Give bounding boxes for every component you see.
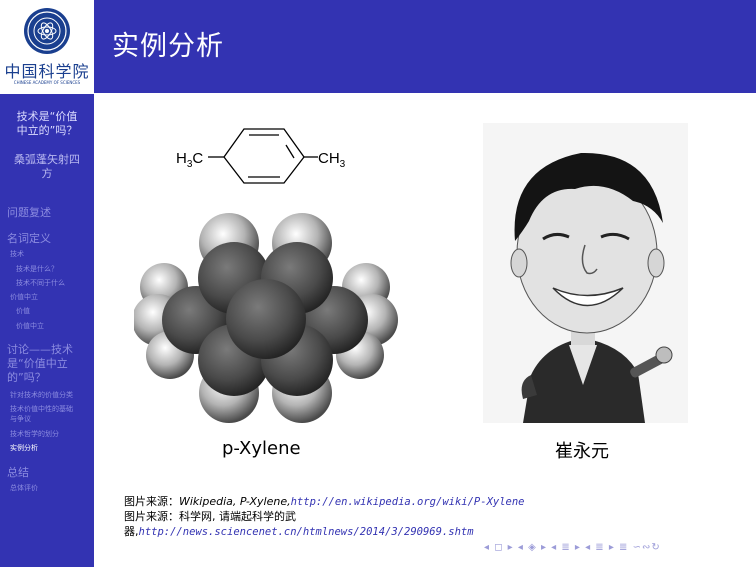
sidebar-item-label: 问题复述 — [7, 206, 51, 219]
sidebar-item-discussion[interactable]: 讨论——技术 是“价值中立 的”吗？ — [7, 343, 73, 385]
sidebar-item-label: 技术 — [10, 250, 24, 258]
sidebar-item-label: 技术是什么？ — [16, 265, 58, 273]
source-prefix-2: 器, — [124, 525, 139, 538]
methyl-left-label: H3C — [176, 150, 203, 170]
sidebar-item-neutral-basis[interactable]: 技术价值中性的基础 与争议 — [10, 404, 73, 424]
sidebar-item-technology[interactable]: 技术 — [10, 249, 24, 259]
cas-logo-emblem — [24, 8, 70, 54]
sidebar-item-label: 技术不同于什么 — [16, 279, 65, 287]
frame-header — [94, 0, 756, 93]
source-line-1: 图片来源：Wikipedia, P-Xylene,http://en.wikip… — [124, 494, 525, 510]
sidebar-item-tech-value-neutral[interactable]: 技术是“价值 中立的”吗？ — [4, 110, 90, 138]
sidebar-item-label: 讨论——技术 — [7, 343, 73, 356]
sidebar-item-label: 价值中立 — [10, 293, 38, 301]
logo-area: 中国科学院 CHINESE ACADEMY OF SCIENCES — [0, 0, 94, 94]
logo-text: 中国科学院 — [4, 62, 90, 81]
space-filling-model — [134, 213, 398, 423]
p-xylene-figure: H3C CH3 — [134, 128, 398, 423]
sidebar-item-what-is-tech[interactable]: 技术是什么？ — [16, 264, 58, 274]
sidebar — [0, 0, 94, 567]
sidebar-item-label: 技术价值中性的基础 — [10, 405, 73, 413]
source-sciencenet-text: 图片来源：科学网, 请端起科学的武 — [124, 510, 296, 523]
sidebar-item-value-neutral[interactable]: 价值中立 — [10, 292, 38, 302]
portrait-caption: 崔永元 — [555, 441, 609, 462]
sidebar-item-tech-differs[interactable]: 技术不同于什么 — [16, 278, 65, 288]
sidebar-item-definitions[interactable]: 名词定义 — [7, 230, 51, 246]
sidebar-item-philosophy-division[interactable]: 技术哲学的划分 — [10, 429, 59, 439]
sidebar-item-label: 中立的”吗？ — [16, 124, 78, 137]
sciencenet-link[interactable]: http://news.sciencenet.cn/htmlnews/2014/… — [138, 526, 474, 538]
sidebar-item-label: 名词定义 — [7, 232, 51, 245]
sidebar-item-value[interactable]: 价值 — [16, 306, 30, 316]
sidebar-item-label: 针对技术的价值分类 — [10, 391, 73, 399]
sidebar-item-label: 是“价值中立 — [7, 357, 68, 370]
structural-formula — [208, 128, 318, 184]
source-prefix: 图片来源： — [124, 495, 179, 508]
sidebar-item-label: 技术哲学的划分 — [10, 430, 59, 438]
sidebar-item-label: 技术是“价值 — [16, 110, 78, 123]
sidebar-item-label: 总结 — [7, 466, 29, 479]
sidebar-item-value-classification[interactable]: 针对技术的价值分类 — [10, 390, 73, 400]
sidebar-item-label: 与争议 — [10, 415, 31, 423]
portrait-illustration — [483, 123, 688, 423]
sidebar-item-label: 桑弧蓬矢射四 — [14, 153, 80, 166]
source-line-2: 图片来源：科学网, 请端起科学的武 — [124, 509, 296, 525]
sidebar-item-label: 价值 — [16, 307, 30, 315]
sidebar-item-label: 总体评价 — [10, 484, 38, 492]
logo-subtext: CHINESE ACADEMY OF SCIENCES — [13, 80, 81, 85]
sidebar-item-label: 方 — [41, 167, 53, 180]
sidebar-item-overall-evaluation[interactable]: 总体评价 — [10, 483, 38, 493]
p-xylene-caption: p-Xylene — [222, 438, 301, 459]
frame-title: 实例分析 — [112, 31, 224, 62]
sidebar-item-problem-restate[interactable]: 问题复述 — [7, 204, 51, 220]
sidebar-item-sanghu[interactable]: 桑弧蓬矢射四 方 — [4, 153, 90, 181]
sidebar-item-label: 的”吗？ — [7, 371, 46, 384]
wikipedia-link[interactable]: http://en.wikipedia.org/wiki/P-Xylene — [290, 496, 525, 508]
sidebar-item-label: 价值中立 — [16, 322, 44, 330]
beamer-navigation-controls[interactable]: ◂ ◻ ▸ ◂ ◈ ▸ ◂ ≣ ▸ ◂ ≣ ▸ ≣ ∽∾↻ — [484, 542, 661, 553]
source-wikipedia-text: Wikipedia, P-Xylene, — [179, 495, 291, 508]
sidebar-item-summary[interactable]: 总结 — [7, 464, 29, 480]
sidebar-item-case-study[interactable]: 实例分析 — [10, 443, 38, 453]
sidebar-item-value-neutral-sub[interactable]: 价值中立 — [16, 321, 44, 331]
methyl-right-label: CH3 — [318, 150, 346, 170]
source-line-3: 器,http://news.sciencenet.cn/htmlnews/201… — [124, 524, 474, 540]
sidebar-item-label: 实例分析 — [10, 444, 38, 452]
